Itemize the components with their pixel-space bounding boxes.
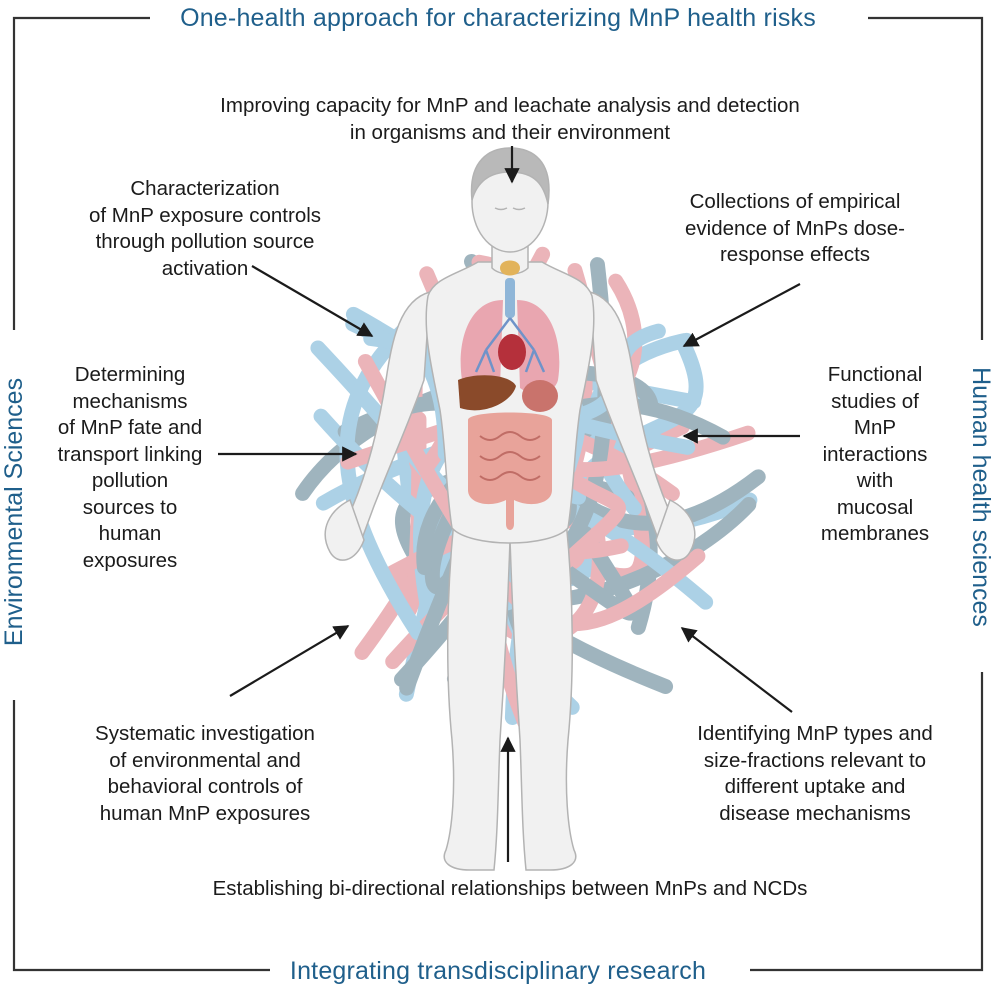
right-leg — [509, 518, 577, 871]
frame-bottom-left — [12, 700, 270, 972]
label-functional: Functional studies of MnP interactions w… — [820, 363, 930, 545]
label-bidirectional: Establishing bi-directional relationship… — [212, 877, 808, 900]
arrow-uptake — [680, 627, 793, 713]
lungs-icon — [460, 300, 560, 394]
stomach-icon — [522, 380, 558, 412]
label-uptake: Identifying MnP types and size-fractions… — [697, 722, 933, 825]
frame-top-left — [12, 16, 150, 330]
title-bottom-text: Integrating transdisciplinary research — [275, 957, 721, 985]
left-leg — [443, 518, 511, 871]
title-top-text: One-health approach for characterizing M… — [166, 4, 830, 32]
frame — [12, 16, 984, 972]
intestine-folds — [479, 431, 541, 481]
arrow-dose-response — [682, 283, 801, 347]
bronchi-icon — [474, 317, 546, 373]
heart-icon — [498, 334, 526, 370]
face-eyes — [494, 207, 526, 211]
frame-bottom-right — [750, 672, 984, 972]
arrow-exposure-controls — [251, 265, 374, 337]
left-hand — [324, 498, 365, 561]
arrow-systematic — [229, 625, 350, 697]
thyroid-icon — [500, 260, 520, 276]
label-fate-transport: Determining mechanisms of MnP fate and t… — [57, 363, 203, 572]
hair — [470, 147, 550, 205]
right-hand — [655, 498, 696, 561]
title-top: One-health approach for characterizing M… — [0, 3, 996, 33]
liver-icon — [458, 375, 516, 411]
arrows — [218, 146, 801, 862]
label-exposure-controls: Characterization of MnP exposure control… — [88, 177, 322, 280]
title-left: Environmental Sciences — [0, 377, 28, 647]
frame-top-right — [868, 16, 984, 340]
organs — [458, 260, 560, 530]
title-bottom: Integrating transdisciplinary research — [0, 956, 996, 986]
label-systematic: Systematic investigation of environmenta… — [95, 722, 315, 825]
label-capacity: Improving capacity for MnP and leachate … — [220, 94, 800, 144]
label-dose-response: Collections of empirical evidence of MnP… — [685, 190, 905, 266]
trachea-icon — [505, 278, 515, 318]
title-right: Human health sciences — [967, 367, 995, 627]
